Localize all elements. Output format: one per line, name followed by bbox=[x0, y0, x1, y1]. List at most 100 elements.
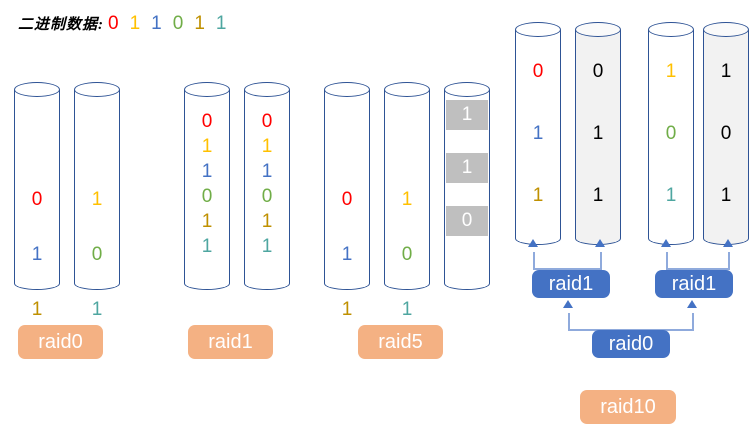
cylinder-top bbox=[184, 82, 230, 97]
raid0-disk-2-digits: 1 0 1 bbox=[74, 190, 120, 319]
cylinder-top bbox=[324, 82, 370, 97]
cylinder-top bbox=[74, 82, 120, 97]
digit: 1 bbox=[341, 244, 353, 265]
raid1-disk-1-digits: 0 1 1 0 1 1 bbox=[184, 112, 230, 256]
cylinder-top bbox=[14, 82, 60, 97]
connector-raid1-left bbox=[533, 252, 602, 270]
raid1-label: raid1 bbox=[188, 325, 273, 359]
cylinder-top bbox=[384, 82, 430, 97]
connector-line bbox=[692, 313, 694, 330]
arrow-up-icon bbox=[661, 239, 671, 247]
cylinder-top bbox=[444, 82, 490, 97]
digit: 1 bbox=[665, 185, 677, 206]
parity-bands: 1 1 0 bbox=[445, 100, 489, 236]
digit: 1 bbox=[592, 123, 604, 144]
cylinder-body bbox=[515, 30, 561, 245]
connector-line bbox=[533, 268, 602, 270]
raid10-disk-2-digits: 0 1 1 bbox=[575, 62, 621, 205]
binary-data-bits: 0 1 1 0 1 1 bbox=[108, 14, 237, 33]
cylinder-body bbox=[384, 90, 430, 290]
digit: 0 bbox=[261, 111, 273, 132]
connector-line bbox=[600, 252, 602, 269]
cylinder-body bbox=[74, 90, 120, 290]
digit: 1 bbox=[592, 185, 604, 206]
digit: 0 bbox=[401, 244, 413, 265]
bit-0: 0 bbox=[108, 13, 119, 34]
digit: 1 bbox=[341, 299, 353, 320]
cylinder-body bbox=[14, 90, 60, 290]
digit: 0 bbox=[91, 244, 103, 265]
connector-raid0-stripe bbox=[568, 313, 694, 331]
cylinder-top bbox=[648, 22, 694, 37]
arrow-up-icon bbox=[595, 239, 605, 247]
digit: 0 bbox=[31, 189, 43, 210]
digit: 1 bbox=[91, 299, 103, 320]
parity-gap bbox=[446, 130, 489, 153]
arrow-up-icon bbox=[528, 239, 538, 247]
raid1-disk-2-digits: 0 1 1 0 1 1 bbox=[244, 112, 290, 256]
raid10-disk-3-digits: 1 0 1 bbox=[648, 62, 694, 205]
digit: 1 bbox=[261, 211, 273, 232]
digit: 1 bbox=[91, 189, 103, 210]
raid10-disk-4-digits: 1 0 1 bbox=[703, 62, 749, 205]
digit: 1 bbox=[261, 161, 273, 182]
digit: 0 bbox=[592, 61, 604, 82]
raid0-disk-1-digits: 0 1 1 bbox=[14, 190, 60, 319]
digit: 1 bbox=[201, 211, 213, 232]
cylinder-top bbox=[575, 22, 621, 37]
raid10-mirror-right-label: raid1 bbox=[655, 270, 733, 298]
digit: 1 bbox=[532, 185, 544, 206]
digit: 1 bbox=[401, 189, 413, 210]
bit-2: 1 bbox=[151, 13, 162, 34]
bit-1: 1 bbox=[129, 13, 141, 34]
connector-raid1-right bbox=[666, 252, 730, 270]
digit: 1 bbox=[201, 136, 213, 157]
raid5-disk-2-digits: 1 0 1 bbox=[384, 190, 430, 319]
connector-line bbox=[568, 329, 694, 331]
raid10-stripe-label: raid0 bbox=[592, 330, 670, 358]
raid5-label: raid5 bbox=[358, 325, 443, 359]
arrow-up-icon bbox=[563, 300, 573, 308]
cylinder-body bbox=[648, 30, 694, 245]
digit: 0 bbox=[720, 123, 732, 144]
digit: 1 bbox=[532, 123, 544, 144]
cylinder-top bbox=[703, 22, 749, 37]
cylinder-top bbox=[515, 22, 561, 37]
binary-data-label: 二进制数据: bbox=[18, 17, 104, 33]
digit: 0 bbox=[261, 186, 273, 207]
digit: 0 bbox=[341, 189, 353, 210]
connector-line bbox=[666, 268, 730, 270]
digit: 1 bbox=[401, 299, 413, 320]
digit: 1 bbox=[261, 236, 273, 257]
digit: 0 bbox=[665, 123, 677, 144]
cylinder-body bbox=[244, 90, 290, 290]
digit: 1 bbox=[201, 236, 213, 257]
parity-band: 1 bbox=[445, 153, 489, 183]
arrow-up-icon bbox=[723, 239, 733, 247]
digit: 1 bbox=[720, 61, 732, 82]
connector-line bbox=[568, 313, 570, 330]
digit: 0 bbox=[532, 61, 544, 82]
digit: 0 bbox=[201, 111, 213, 132]
connector-line bbox=[533, 252, 535, 269]
digit: 0 bbox=[201, 186, 213, 207]
binary-data-header: 二进制数据: 0 1 1 0 1 1 bbox=[18, 13, 237, 34]
bit-4: 1 bbox=[194, 13, 205, 34]
raid10-mirror-left-label: raid1 bbox=[532, 270, 610, 298]
digit: 1 bbox=[720, 185, 732, 206]
digit: 1 bbox=[31, 244, 43, 265]
cylinder-body bbox=[575, 30, 621, 245]
raid10-disk-1-digits: 0 1 1 bbox=[515, 62, 561, 205]
digit: 1 bbox=[665, 61, 677, 82]
raid5-disk-1-digits: 0 1 1 bbox=[324, 190, 370, 319]
raid10-label: raid10 bbox=[580, 390, 676, 424]
parity-gap bbox=[446, 183, 489, 206]
digit: 1 bbox=[261, 136, 273, 157]
connector-line bbox=[666, 252, 668, 269]
connector-line bbox=[728, 252, 730, 269]
cylinder-top bbox=[244, 82, 290, 97]
parity-band: 1 bbox=[445, 100, 489, 130]
digit: 1 bbox=[31, 299, 43, 320]
cylinder-body bbox=[324, 90, 370, 290]
parity-band: 0 bbox=[445, 206, 489, 236]
